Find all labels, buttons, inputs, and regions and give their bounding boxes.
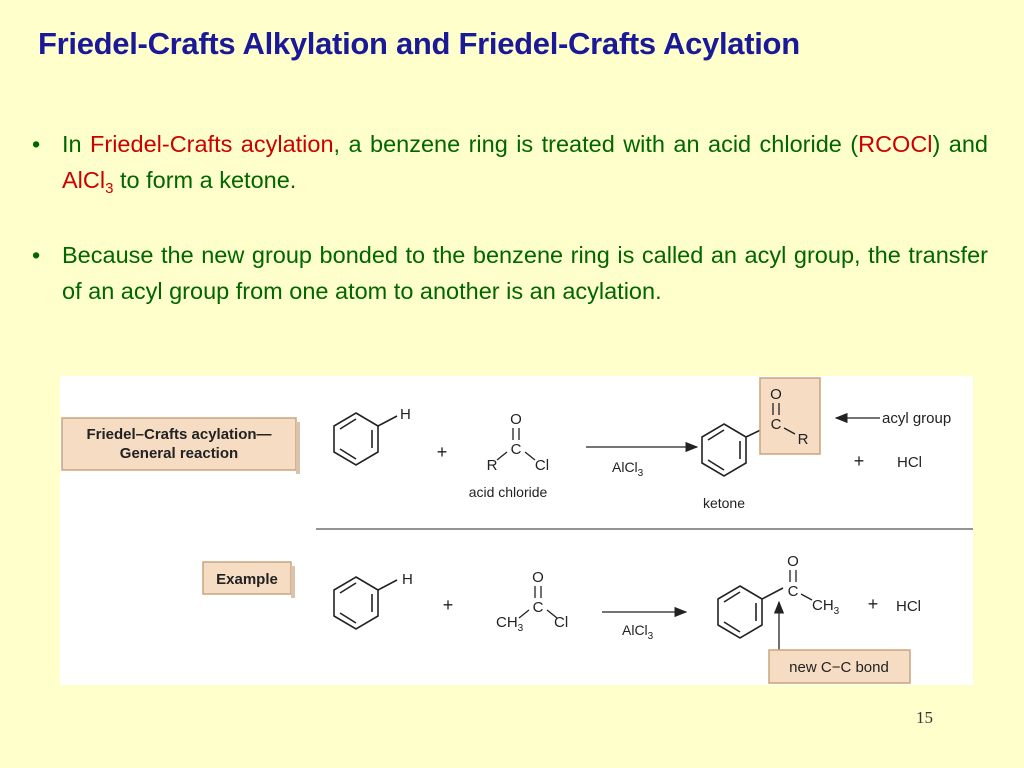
- benzene-ring-product: [717, 585, 784, 639]
- bullet-list: • In Friedel-Crafts acylation, a benzene…: [32, 126, 988, 339]
- example-plus-2: +: [868, 594, 879, 614]
- acetyl-chloride-carbon: C: [533, 599, 544, 616]
- reaction-figure: Friedel–Crafts acylation— General reacti…: [60, 376, 973, 685]
- reaction-scheme: Friedel–Crafts acylation— General reacti…: [61, 377, 973, 684]
- example-label-box: Example: [202, 561, 295, 598]
- product-carbon: C: [788, 583, 799, 600]
- benzene-ring-reactant-1: [333, 412, 398, 466]
- bullet-text-and: ) and: [932, 131, 988, 157]
- general-hydrogen-label: H: [400, 406, 411, 423]
- ketone-caption: ketone: [703, 495, 745, 511]
- ketone-r-group: R: [798, 431, 809, 448]
- reagent-alcl3: AlCl3: [62, 167, 113, 197]
- acid-chloride-oxygen: O: [510, 411, 522, 428]
- acetyl-chloride-oxygen: O: [532, 569, 544, 586]
- acid-chloride-r-group: R: [487, 457, 498, 474]
- acid-chloride-caption: acid chloride: [469, 484, 548, 500]
- ketone-oxygen: O: [770, 386, 782, 403]
- reagent-alcl3-main: AlCl: [62, 167, 106, 193]
- product-oxygen: O: [787, 553, 799, 570]
- acid-chloride-carbon: C: [511, 441, 522, 458]
- acetyl-chloride-chlorine: Cl: [554, 614, 568, 631]
- general-byproduct-hcl: HCl: [897, 454, 922, 471]
- acyl-group-label: acyl group: [882, 410, 951, 427]
- general-label-box: Friedel–Crafts acylation— General reacti…: [61, 417, 300, 474]
- reagent-rcocl: RCOCl: [858, 131, 933, 157]
- acid-chloride-chlorine: Cl: [535, 457, 549, 474]
- example-catalyst: AlCl3: [622, 622, 654, 642]
- bullet-text-suffix: to form a ketone.: [113, 167, 297, 193]
- general-plus-1: +: [437, 442, 448, 462]
- reagent-alcl3-subscript: 3: [105, 180, 114, 197]
- slide-number: 15: [916, 708, 933, 727]
- example-plus-1: +: [443, 595, 454, 615]
- slide-title: Friedel-Crafts Alkylation and Friedel-Cr…: [38, 26, 800, 61]
- general-box-line2: General reaction: [120, 445, 238, 462]
- bullet-acylation-definition: • In Friedel-Crafts acylation, a benzene…: [32, 126, 988, 207]
- new-bond-label: new C−C bond: [789, 659, 889, 676]
- ketone-carbon: C: [771, 416, 782, 433]
- bullet-marker: •: [32, 131, 41, 157]
- term-friedel-crafts-acylation: Friedel-Crafts acylation: [90, 131, 334, 157]
- bullet-text-middle: , a benzene ring is treated with an acid…: [333, 131, 859, 157]
- acid-chloride-structure: O C R Cl: [487, 411, 550, 474]
- product-methyl: CH3: [812, 597, 840, 617]
- bullet-text-prefix: In: [62, 131, 91, 157]
- acetyl-chloride-methyl: CH3: [496, 614, 524, 634]
- general-plus-2: +: [854, 451, 865, 471]
- general-box-line1: Friedel–Crafts acylation—: [86, 426, 271, 443]
- benzene-ring-ketone: [701, 423, 768, 477]
- bullet-text: Because the new group bonded to the benz…: [62, 242, 988, 304]
- bullet-acyl-group-explanation: • Because the new group bonded to the be…: [32, 237, 988, 309]
- new-bond-box: [768, 649, 911, 684]
- acetyl-chloride-structure: O C CH3 Cl: [496, 569, 568, 634]
- acyl-group-highlight: [759, 377, 821, 455]
- example-byproduct-hcl: HCl: [896, 598, 921, 615]
- example-hydrogen-label: H: [402, 571, 413, 588]
- bullet-marker: •: [32, 242, 41, 268]
- example-box-label: Example: [216, 571, 278, 588]
- benzene-ring-reactant-2: [333, 576, 398, 630]
- general-catalyst: AlCl3: [612, 459, 644, 479]
